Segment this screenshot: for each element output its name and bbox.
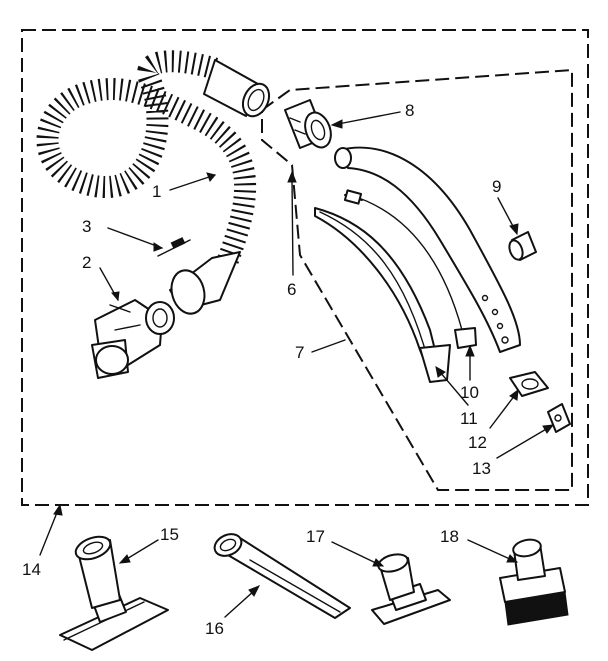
label-part-2: 2: [82, 253, 91, 272]
label-part-11: 11: [460, 409, 478, 428]
part-number-labels: 1 2 3 6 7 8 9 10 11 12 13 14 15 16 17 18: [22, 101, 501, 638]
label-part-18: 18: [440, 527, 459, 546]
label-part-16: 16: [205, 619, 224, 638]
label-part-9: 9: [492, 177, 501, 196]
handle-connector-part: [284, 99, 332, 149]
handle-shell-part: [334, 146, 521, 353]
label-part-10: 10: [460, 383, 479, 402]
label-part-12: 12: [468, 433, 487, 452]
crevice-tool-part: [213, 533, 351, 619]
swivel-coupling-part: [91, 299, 175, 379]
pin-part: [157, 237, 191, 257]
label-part-17: 17: [306, 527, 325, 546]
upholstery-tool-part: [371, 553, 451, 625]
label-part-14: 14: [22, 560, 41, 579]
handle-assembly-boundary: [261, 68, 573, 491]
cap-part: [508, 231, 537, 261]
label-part-13: 13: [472, 459, 491, 478]
label-part-15: 15: [160, 525, 179, 544]
label-part-1: 1: [152, 182, 161, 201]
label-part-8: 8: [405, 101, 414, 120]
dusting-brush-part: [499, 538, 569, 626]
hose-part: [36, 50, 271, 315]
floor-nozzle-part: [59, 535, 169, 651]
label-part-6: 6: [287, 280, 296, 299]
handle-frame-part: [314, 189, 477, 383]
label-part-7: 7: [295, 343, 304, 362]
label-part-3: 3: [82, 217, 91, 236]
kit-boundary-outer: [21, 29, 589, 506]
leader-lines: [39, 111, 555, 618]
